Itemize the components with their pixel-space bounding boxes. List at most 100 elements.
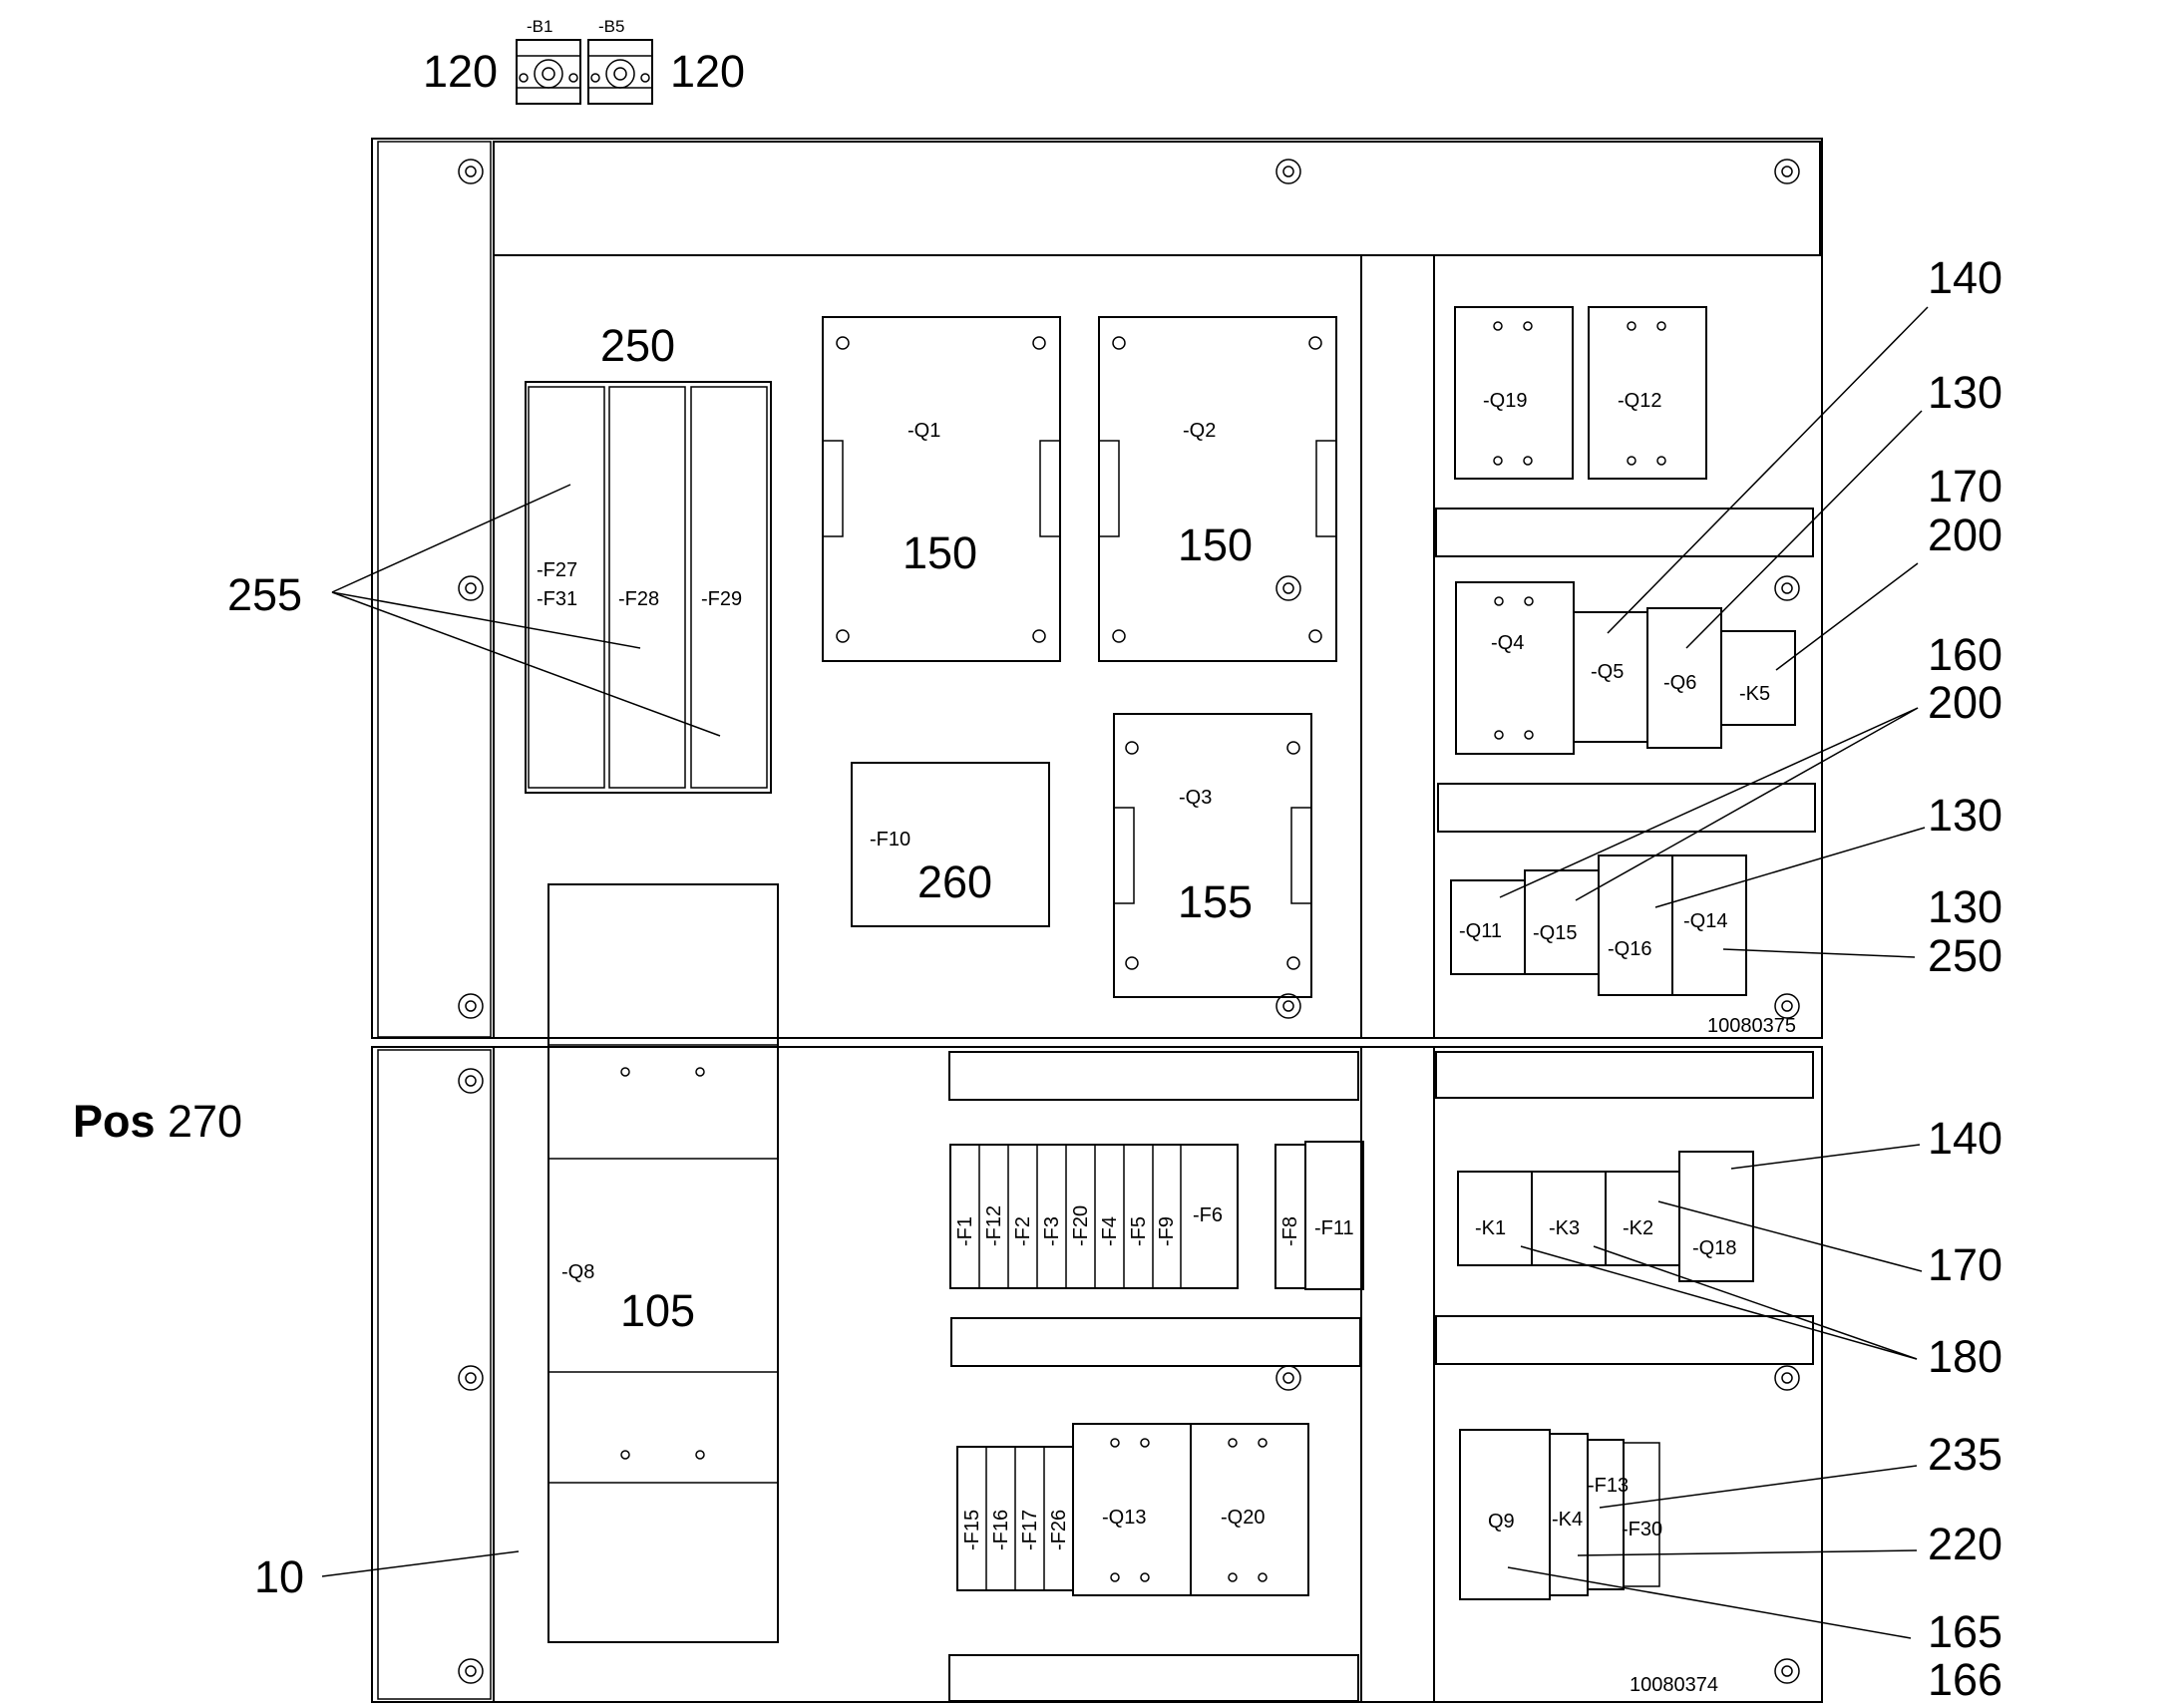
sensor-b1-position-number: 120 [423,46,498,97]
breaker-q3: -Q3 155 [1113,713,1312,998]
sensor-b1-label: -B1 [527,17,552,36]
fuse-row-upper: -F1 -F12 -F2 -F3 -F20 -F4 -F5 -F9 -F6 [949,1144,1239,1289]
breaker-q18-label: -Q18 [1692,1237,1736,1259]
callout-165: 165 [1928,1606,2002,1657]
breaker-q4-label: -Q4 [1491,632,1524,654]
breaker-q19: -Q19 [1454,306,1574,480]
fuse-f10-position-number: 260 [917,856,992,907]
callout-130-lower: 130 [1928,881,2002,932]
relay-k1-label: -K1 [1475,1217,1506,1239]
screw [458,1365,484,1391]
breaker-q16: -Q16 [1598,854,1673,996]
breaker-q5-label: -Q5 [1591,661,1624,683]
callout-166: 166 [1928,1654,2002,1705]
fuse-f27-label: -F27 [537,559,577,581]
breaker-q9-label: Q9 [1488,1511,1515,1533]
fuse-f17-label: -F17 [1019,1510,1041,1550]
fuse-f9-label: -F9 [1156,1216,1178,1246]
breaker-q15: -Q15 [1524,869,1600,975]
callout-130-middle: 130 [1928,790,2002,841]
breaker-q2-position-number: 150 [1178,519,1253,570]
fuse-f31-label: -F31 [537,588,577,610]
breaker-q1-position-number: 150 [903,527,977,578]
screw [1774,159,1800,184]
screw [458,993,484,1019]
relay-k3-label: -K3 [1549,1217,1580,1239]
mounting-screws [458,159,1800,1684]
fuse-f29-label: -F29 [701,588,742,610]
breaker-q19-label: -Q19 [1483,390,1527,412]
relay-k4-label: -K4 [1552,1509,1583,1531]
breaker-q11-label: -Q11 [1459,920,1502,942]
sensor-b5-position-number: 120 [670,46,745,97]
fuse-f11-label: -F11 [1314,1217,1354,1239]
sensor-b1-symbol [516,39,581,105]
relay-k1: -K1 [1457,1171,1533,1266]
screw [1275,1365,1301,1391]
fuse-f3-label: -F3 [1041,1216,1063,1246]
screw [1774,575,1800,601]
fuse-f15-label: -F15 [961,1510,983,1550]
fuse-f10: -F10 260 [851,762,1050,927]
relay-k2-label: -K2 [1623,1217,1653,1239]
screw [1275,159,1301,184]
relay-k5: -K5 [1720,630,1796,726]
fuse-f13: -F13 [1587,1439,1629,1590]
screw [458,575,484,601]
fuse-f30: -F30 [1622,1442,1662,1587]
breaker-q14-label: -Q14 [1683,910,1727,932]
breaker-q3-position-number: 155 [1178,876,1253,927]
callout-170-upper: 170 [1928,461,2002,512]
fuse-f1-label: -F1 [954,1216,976,1246]
callout-235: 235 [1928,1429,2002,1480]
breaker-q13: -Q13 [1072,1423,1192,1596]
fuse-f4-label: -F4 [1099,1216,1121,1246]
breaker-q11: -Q11 [1450,879,1526,975]
fuse-f5-label: -F5 [1128,1216,1150,1246]
breaker-q4: -Q4 [1455,581,1575,755]
breaker-q2-label: -Q2 [1183,420,1216,442]
relay-k4: -K4 [1549,1433,1589,1596]
screw [1774,1658,1800,1684]
breaker-q5: -Q5 [1573,611,1648,743]
fuse-f13-label: -F13 [1588,1475,1629,1497]
fuse-f28-label: -F28 [618,588,659,610]
relay-k3: -K3 [1531,1171,1607,1266]
pos-number: 270 [168,1096,242,1147]
breaker-q12: -Q12 [1588,306,1707,480]
callout-130-upper: 130 [1928,367,2002,418]
sensor-b5-label: -B5 [598,17,624,36]
breaker-q1-label: -Q1 [908,420,940,442]
wiring-ducts [948,508,1816,1702]
screw [458,1068,484,1094]
callout-170-lower: 170 [1928,1239,2002,1290]
fuse-f10-label: -F10 [870,829,910,851]
fuse-f12-label: -F12 [983,1205,1005,1246]
callout-numbers: 255 10 140 130 170 200 160 200 130 130 2… [227,252,2002,1705]
upper-drawing-number: 10080375 [1707,1015,1796,1037]
breaker-q13-label: -Q13 [1102,1507,1146,1529]
screw [1275,993,1301,1019]
callout-220: 220 [1928,1519,2002,1569]
fuse-group-position-number: 250 [600,320,675,371]
breaker-q15-label: -Q15 [1533,922,1577,944]
screw [1774,993,1800,1019]
callout-160: 160 [1928,629,2002,680]
pos-word: Pos [73,1096,156,1147]
breaker-q20-label: -Q20 [1221,1507,1265,1529]
fuse-f8-f11: -F8 -F11 [1274,1141,1364,1290]
breaker-q16-label: -Q16 [1608,938,1651,960]
callout-255: 255 [227,569,302,620]
screw [1774,1365,1800,1391]
breaker-q9: Q9 [1459,1429,1551,1600]
callout-10: 10 [254,1551,304,1602]
fuse-f20-label: -F20 [1070,1205,1092,1246]
breaker-q20: -Q20 [1190,1423,1309,1596]
relay-k5-label: -K5 [1739,683,1770,705]
callout-200-middle: 200 [1928,677,2002,728]
fuse-group-250: 250 -F27 -F31 -F28 -F29 [525,320,772,794]
fuse-row-lower: -F15 -F16 -F17 -F26 [956,1446,1074,1591]
breaker-q8: -Q8 105 [547,883,779,1643]
relay-k2: -K2 [1605,1171,1680,1266]
